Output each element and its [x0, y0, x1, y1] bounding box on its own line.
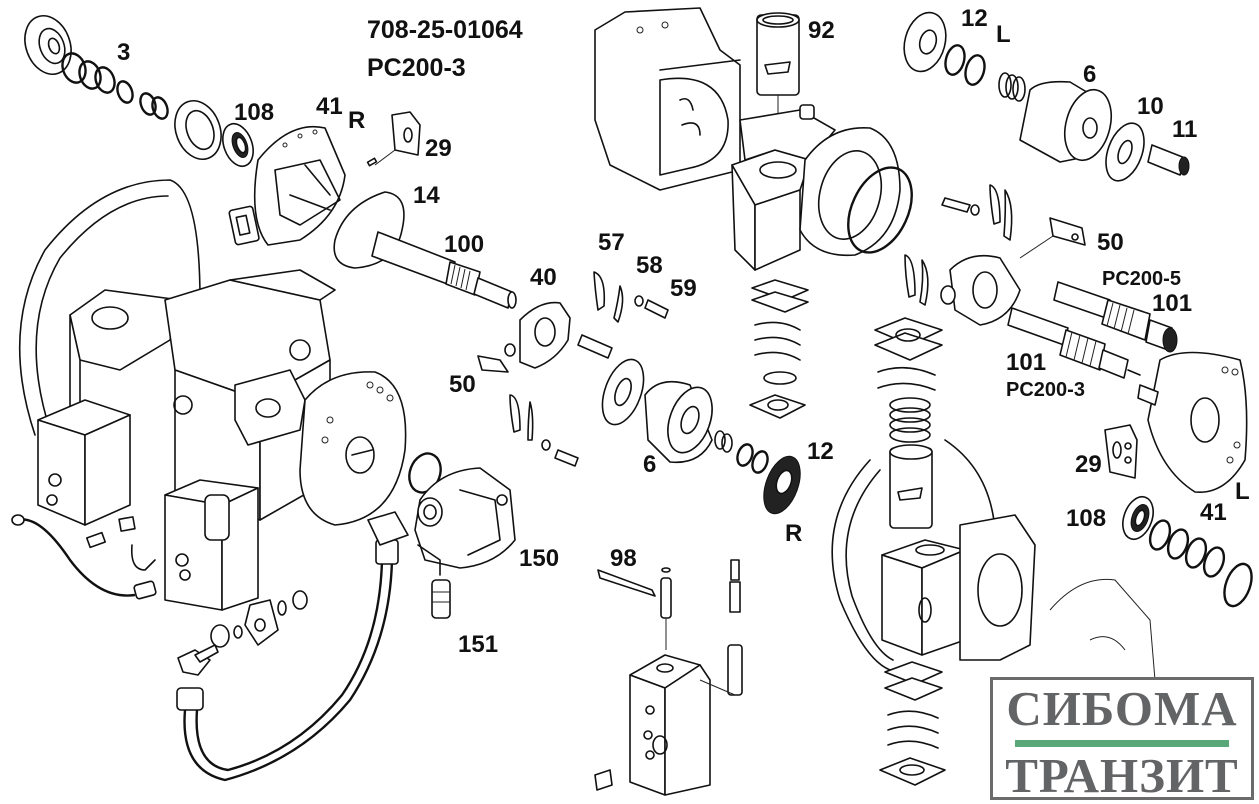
spherical-bushing-11 — [1147, 144, 1190, 176]
flywheel-ring-right — [831, 439, 996, 671]
callout-r-top: R — [348, 107, 365, 134]
callout-12-mid: 12 — [807, 438, 834, 465]
rear-housing-center — [731, 104, 836, 271]
cylinder-block-6-mid — [644, 380, 769, 474]
callout-40: 40 — [530, 264, 557, 291]
flywheel-housing-ring — [18, 179, 201, 436]
retainer-plate — [601, 358, 645, 426]
company-logo: СИБОМА ТРАНЗИТ — [990, 677, 1254, 803]
callout-59: 59 — [670, 275, 697, 302]
callout-101-lower: 101 — [1006, 349, 1046, 376]
plate-29-right — [1104, 424, 1138, 479]
retaining-rings-right — [1148, 519, 1253, 608]
logo-line-2: ТРАНЗИТ — [1005, 748, 1239, 803]
callout-108-right: 108 — [1066, 505, 1106, 532]
guides-57-58 — [509, 271, 669, 467]
o-ring-14 — [333, 191, 405, 269]
callout-50-left: 50 — [449, 371, 476, 398]
callout-100: 100 — [444, 231, 484, 258]
spool-assembly — [660, 559, 743, 696]
bearing-108-right — [1122, 495, 1154, 541]
swash-plate-12-top — [903, 11, 1026, 102]
callout-29-top: 29 — [425, 135, 452, 162]
end-cap-41-r — [228, 125, 346, 246]
pilot-line — [11, 514, 157, 600]
high-pressure-hose — [176, 511, 409, 782]
callout-10: 10 — [1137, 93, 1164, 120]
callout-57: 57 — [598, 229, 625, 256]
servo-piston-right — [940, 254, 1021, 326]
callout-41-right: 41 — [1200, 499, 1227, 526]
model-title: PC200-3 — [367, 54, 466, 82]
logo-line-1: СИБОМА — [1006, 681, 1238, 736]
gasket-stack-right — [874, 317, 943, 391]
relief-valve-151 — [431, 579, 451, 619]
shaft-101-pc200-3 — [1007, 307, 1141, 379]
callout-41-top: 41 — [316, 93, 343, 120]
guides-right — [904, 184, 1013, 306]
pin — [577, 334, 613, 359]
callout-11: 11 — [1172, 116, 1197, 143]
callout-50-right: 50 — [1097, 229, 1124, 256]
callout-l-right: L — [1235, 478, 1250, 505]
callout-151: 151 — [458, 631, 498, 658]
callout-98: 98 — [610, 545, 637, 572]
gasket-stack-bottom — [879, 661, 946, 786]
callout-101-upper: 101 — [1152, 290, 1192, 317]
lever-98 — [597, 569, 656, 597]
callout-l-top: L — [996, 21, 1011, 48]
retaining-rings — [61, 52, 169, 120]
swash-plate-12-mid — [763, 455, 801, 515]
seal-housing — [174, 100, 222, 160]
end-cap-41-l — [1137, 351, 1248, 493]
callout-3: 3 — [117, 39, 130, 66]
elbow-fitting — [177, 644, 219, 676]
fitting-parts — [85, 516, 308, 648]
retainer-10 — [1105, 122, 1145, 182]
pump-flange-end — [299, 371, 407, 526]
plate-29-top — [366, 111, 421, 167]
callout-29-right: 29 — [1075, 451, 1102, 478]
regulator-valve — [164, 479, 259, 611]
cylinder-block-6-top — [1019, 80, 1113, 163]
label-pc200-3-lower: PC200-3 — [1006, 379, 1085, 401]
callout-150: 150 — [519, 545, 559, 572]
callout-108-top: 108 — [234, 99, 274, 126]
end-flange-ring-center — [799, 127, 913, 257]
slider-50-left — [477, 355, 509, 373]
label-pc200-5: PC200-5 — [1102, 268, 1181, 290]
gear-pump-150 — [414, 467, 516, 576]
spring-stack-right — [889, 397, 931, 443]
part-number-title: 708-25-01064 — [367, 16, 523, 44]
valve-body-98 — [594, 654, 736, 796]
callout-6-mid: 6 — [643, 451, 656, 478]
callout-6-top: 6 — [1083, 61, 1096, 88]
callout-r-mid: R — [785, 520, 802, 547]
bearing-108-top — [222, 122, 254, 168]
side-valve-block — [37, 399, 131, 526]
callout-14: 14 — [413, 182, 440, 209]
gasket-stack-center — [749, 279, 809, 419]
front-cover-flange — [24, 15, 72, 75]
valve-outline-right — [1049, 578, 1156, 681]
sleeve-right-lower — [889, 444, 933, 529]
slider-50-right — [1019, 217, 1086, 259]
shaft-101-pc200-5 — [1053, 281, 1178, 353]
pump-case-right-lower — [881, 514, 1036, 661]
pump-case-housing — [594, 7, 741, 191]
o-ring-pump — [408, 452, 442, 494]
valve-plate-40 — [504, 301, 571, 369]
callout-58: 58 — [636, 252, 663, 279]
callout-12-top: 12 — [961, 5, 988, 32]
logo-divider-bar — [1015, 740, 1229, 747]
callout-92: 92 — [808, 17, 835, 44]
drive-shaft-100 — [371, 231, 517, 309]
